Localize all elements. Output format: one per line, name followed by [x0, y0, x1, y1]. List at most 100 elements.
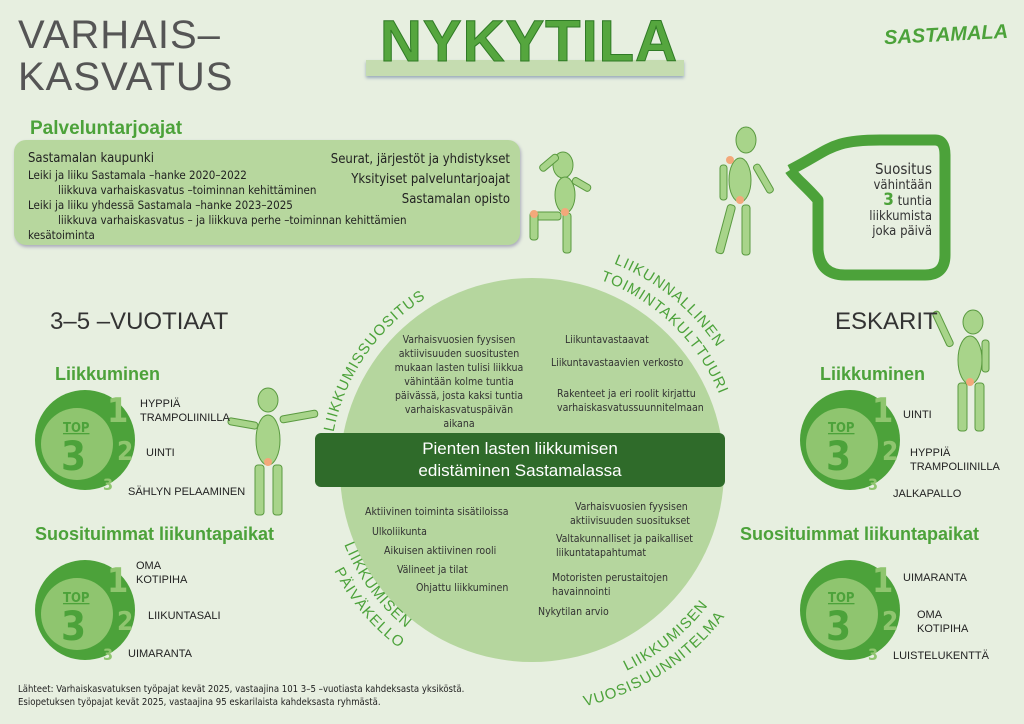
rec-line: joka päivä: [872, 224, 932, 239]
provider: Seurat, järjestöt ja yhdistykset: [330, 152, 510, 167]
daily-item: Aikuisen aktiivinen rooli: [384, 545, 497, 557]
rec-line: Suositus: [874, 160, 932, 178]
daily-item: Ohjattu liikkuminen: [416, 582, 509, 594]
svg-text:3: 3: [826, 434, 851, 480]
rank-2-label: OMA: [917, 609, 943, 621]
provider: Leiki ja liiku Sastamala –hanke 2020–202…: [28, 168, 247, 182]
top3-badge: TOP 3 1 2 3: [35, 560, 135, 664]
culture-item: Rakenteet ja eri roolit kirjattu: [557, 388, 696, 400]
age-group-heading: ESKARIT: [835, 308, 938, 335]
footnote-line: Lähteet: Varhaiskasvatuksen työpajat kev…: [18, 684, 465, 695]
rank-3-label: UIMARANTA: [128, 648, 192, 660]
banner-line: edistäminen Sastamalassa: [418, 461, 622, 480]
annual-item: Motoristen perustaitojen: [552, 572, 668, 584]
svg-text:3: 3: [61, 604, 86, 650]
culture-item: Liikuntavastaavien verkosto: [551, 357, 684, 369]
top3-badge: TOP 3 1 2 3: [800, 560, 900, 664]
rank-2-label: LIIKUNTASALI: [148, 610, 221, 622]
section-title-line: VARHAIS–: [18, 13, 221, 57]
rank-1-label: KOTIPIHA: [136, 574, 188, 586]
places-heading: Suosituimmat liikuntapaikat: [740, 524, 980, 544]
provider: liikkuva varhaiskasvatus –toiminnan kehi…: [58, 183, 317, 197]
recommendation-summary: Varhaisvuosien fyysisen aktiivisuuden suo…: [390, 333, 528, 431]
providers-box: Sastamalan kaupunki Leiki ja liiku Sasta…: [14, 140, 520, 245]
movement-heading: Liikkuminen: [55, 364, 161, 384]
rank-3-label: SÄHLYN PELAAMINEN: [128, 486, 246, 498]
text-line: vähintään kolme tuntia: [404, 376, 514, 388]
svg-text:1: 1: [107, 561, 128, 601]
svg-text:TOP: TOP: [828, 421, 855, 436]
rank-3-label: JALKAPALLO: [893, 488, 962, 500]
svg-text:2: 2: [117, 607, 133, 637]
svg-text:TOP: TOP: [63, 421, 90, 436]
svg-text:TOP: TOP: [63, 591, 90, 606]
rank-3-label: LUISTELUKENTTÄ: [893, 650, 989, 662]
recommendation-text: Suositus vähintään 3 tuntia liikkumista …: [852, 160, 932, 239]
text-line: aktiivisuuden suositusten: [398, 348, 520, 360]
section-title-line: KASVATUS: [18, 55, 234, 99]
svg-text:1: 1: [872, 561, 893, 601]
rec-line: tuntia: [897, 194, 932, 209]
page-title: NYKYTILA: [380, 9, 678, 75]
svg-text:3: 3: [826, 604, 851, 650]
svg-text:3: 3: [103, 475, 113, 494]
rank-1-label: UINTI: [903, 409, 932, 421]
places-heading: Suosituimmat liikuntapaikat: [35, 524, 275, 544]
daily-item: Ulkoliikunta: [372, 526, 427, 538]
svg-text:3: 3: [868, 645, 878, 664]
provider: Leiki ja liiku yhdessä Sastamala –hanke …: [28, 198, 293, 212]
provider: Sastamalan opisto: [401, 192, 510, 207]
text-line: varhaiskasvatuspäivän aikana: [404, 404, 514, 430]
rank-1-label: UIMARANTA: [903, 572, 967, 584]
figure-icon: [227, 126, 990, 516]
annual-item: Varhaisvuosien fyysisen: [575, 501, 688, 513]
rec-number: 3: [883, 190, 894, 210]
text-line: mukaan lasten tulisi liikkua: [394, 362, 524, 374]
annual-item: aktiivisuuden suositukset: [570, 515, 690, 527]
svg-text:3: 3: [103, 645, 113, 664]
central-banner: Pienten lasten liikkumisen edistäminen Sa…: [315, 433, 725, 487]
svg-text:3: 3: [61, 434, 86, 480]
banner-line: Pienten lasten liikkumisen: [422, 439, 618, 458]
annual-item: Nykytilan arvio: [538, 606, 609, 618]
rec-line: liikkumista: [869, 209, 932, 224]
top3-badge: TOP 3 1 2 3: [35, 390, 135, 494]
annual-item: Valtakunnalliset ja paikalliset: [556, 533, 693, 545]
speech-bubble: [785, 134, 951, 281]
svg-text:TOP: TOP: [828, 591, 855, 606]
movement-heading: Liikkuminen: [820, 364, 926, 384]
top3-badge: TOP 3 1 2 3: [800, 390, 900, 494]
title-underline: [366, 60, 684, 76]
section-title: VARHAIS–KASVATUS: [18, 14, 233, 98]
annual-item: havainnointi: [552, 586, 611, 598]
daily-item: Välineet ja tilat: [397, 564, 468, 576]
rank-2-label: HYPPIÄ: [910, 447, 951, 459]
culture-item: varhaiskasvatussuunnitelmaan: [557, 402, 704, 414]
rank-2-label: KOTIPIHA: [917, 623, 969, 635]
rank-1-label: OMA: [136, 560, 162, 572]
provider: Yksityiset palveluntarjoajat: [351, 172, 510, 187]
annual-item: liikuntatapahtumat: [556, 547, 647, 559]
providers-heading: Palveluntarjoajat: [30, 118, 183, 139]
rec-line: vähintään: [873, 178, 933, 193]
rank-1-label: TRAMPOLIINILLA: [140, 412, 230, 424]
daily-item: Aktiivinen toiminta sisätiloissa: [365, 506, 509, 518]
svg-text:3: 3: [868, 475, 878, 494]
rank-1-label: HYPPIÄ: [140, 398, 181, 410]
rank-2-label: TRAMPOLIINILLA: [910, 461, 1000, 473]
provider: kesätoiminta: [28, 228, 95, 242]
svg-text:2: 2: [882, 437, 898, 467]
sources-footnote: Lähteet: Varhaiskasvatuksen työpajat kev…: [18, 683, 464, 709]
rank-2-label: UINTI: [146, 447, 175, 459]
culture-item: Liikuntavastaavat: [565, 334, 649, 346]
svg-text:2: 2: [117, 437, 133, 467]
text-line: Varhaisvuosien fyysisen: [402, 334, 516, 346]
text-line: päivässä, josta kaksi tuntia: [394, 390, 524, 402]
provider: Sastamalan kaupunki: [28, 151, 154, 166]
svg-text:1: 1: [872, 391, 893, 431]
age-group-heading: 3–5 –VUOTIAAT: [50, 308, 229, 335]
footnote-line: Esiopetuksen työpajat kevät 2025, vastaa…: [18, 697, 381, 708]
svg-text:2: 2: [882, 607, 898, 637]
provider: liikkuva varhaiskasvatus – ja liikkuva p…: [58, 213, 407, 227]
svg-text:1: 1: [107, 391, 128, 431]
